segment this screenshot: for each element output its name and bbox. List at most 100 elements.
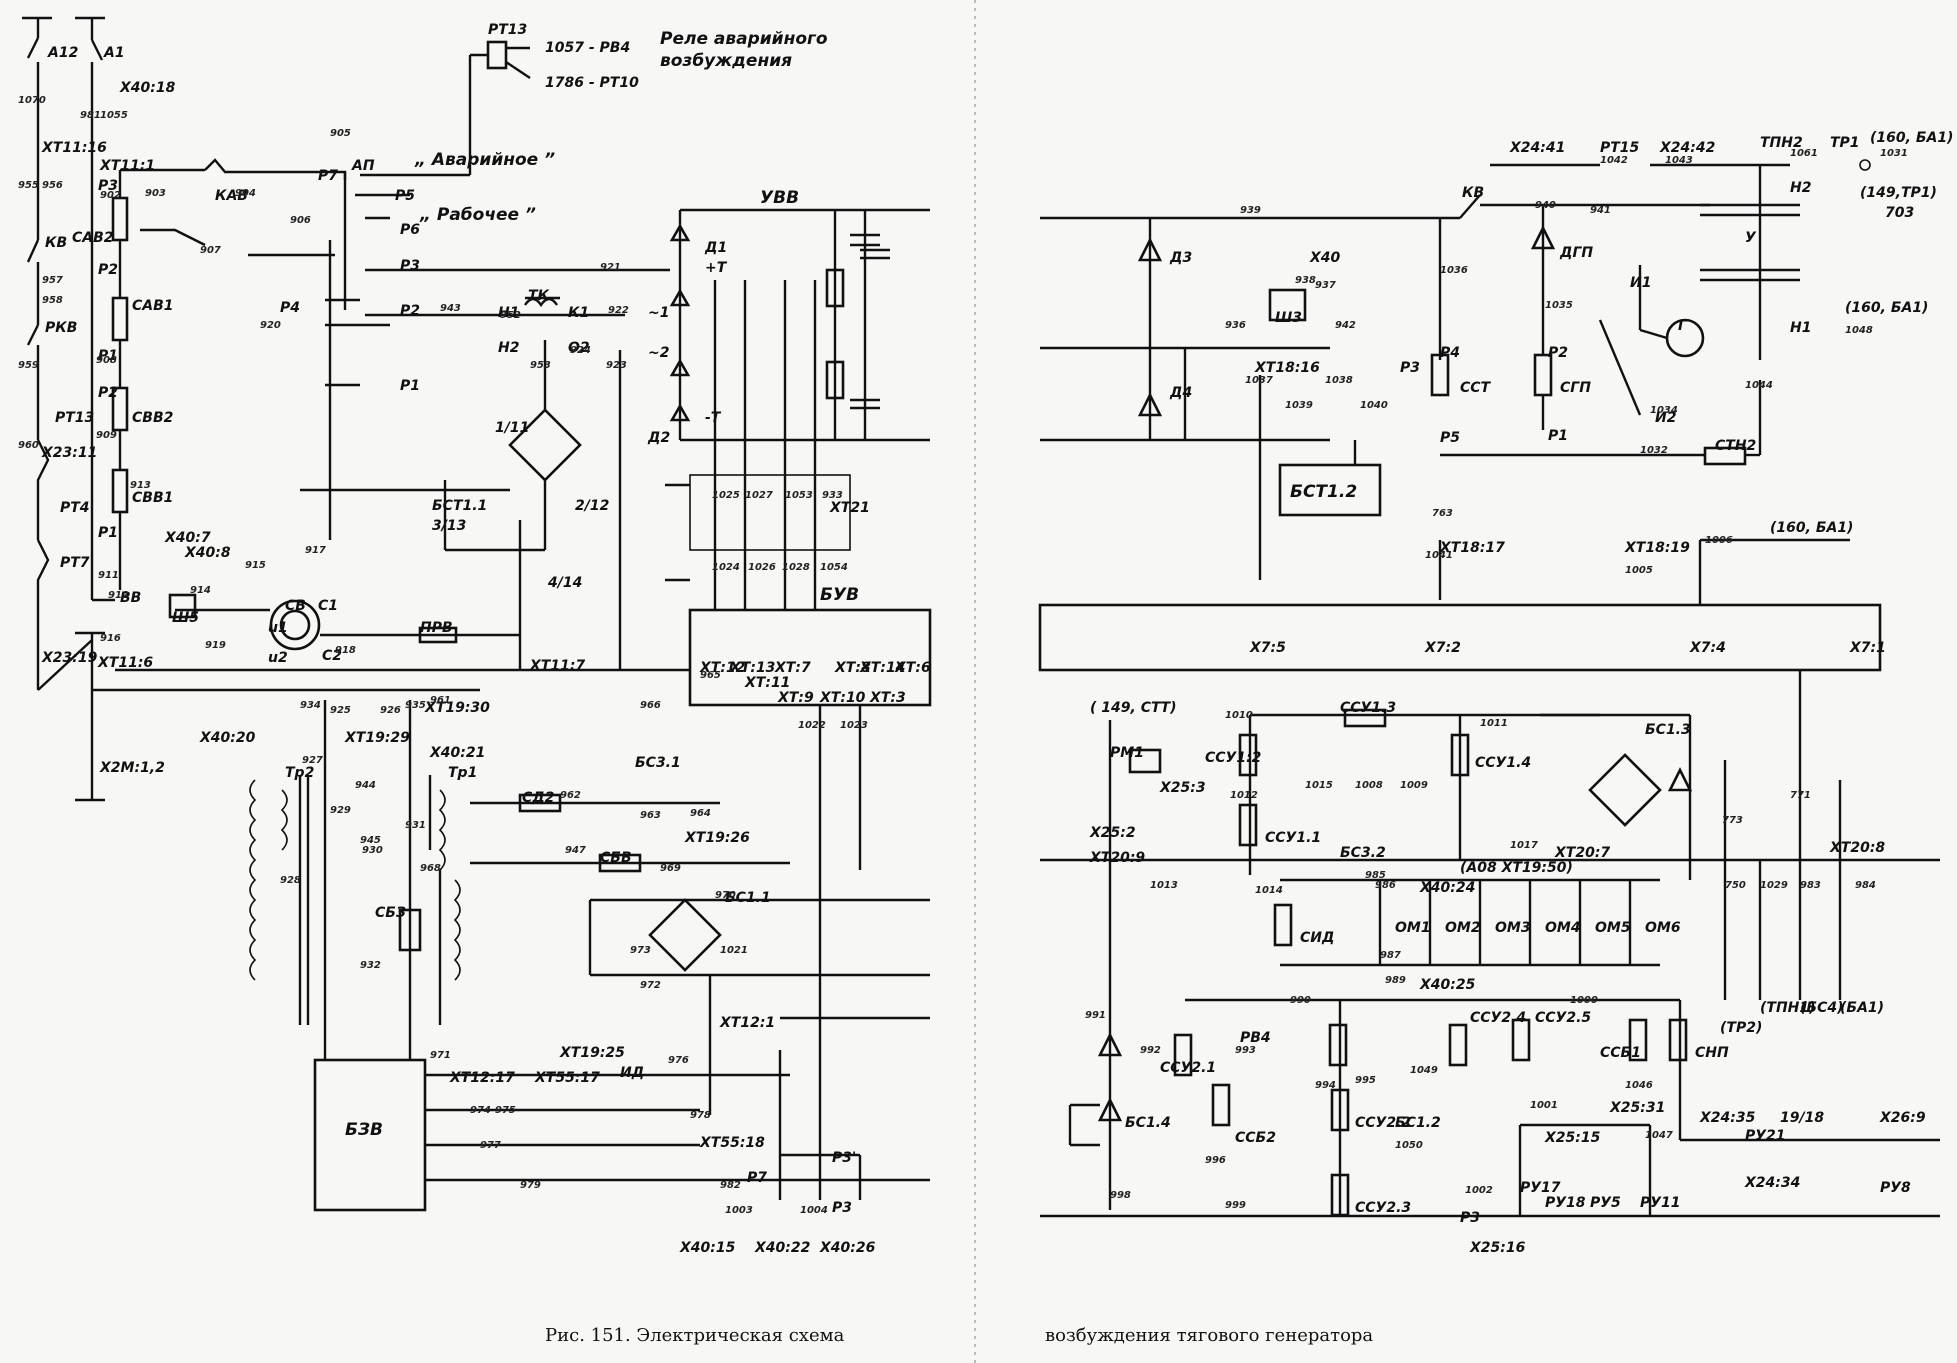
ssb2-resistor [1211,1083,1231,1127]
label-r703: 703 [1885,205,1915,221]
label-xt19-30: ХТ19:30 [425,700,490,716]
wire-number: 1022 [798,720,826,731]
wire-number: 933 [822,490,843,501]
wire-number: 1034 [1650,405,1678,416]
wire-number: 915 [245,560,266,571]
wire-number: 953 [530,360,551,371]
wire-number: 1043 [1665,155,1693,166]
label-xt7-6: ХТ:6 [895,660,931,676]
label-rt13: РТ13 [55,410,95,426]
bs13-diode [1667,767,1693,792]
ssu21-resistor [1173,1033,1193,1077]
buv-block-continued [1038,603,1882,672]
sav2-resistor [111,196,129,242]
label-p7b: Р7 [747,1170,768,1186]
relay-emergency-note: Реле аварийного возбуждения [660,29,828,71]
wire-number: 904 [235,188,256,199]
wire-number: 1009 [1400,780,1428,791]
wire-number: 1036 [1440,265,1468,276]
wire-number: 1003 [725,1205,753,1216]
label-c2: С2 [322,648,343,664]
label-ssu14: ССУ1.4 [1475,755,1532,771]
wire-number: 1048 [1845,325,1873,336]
wire-number: 964 [690,808,711,819]
label-h1r: Н1 [1790,320,1812,336]
wire-number: 921 [600,262,621,273]
uvv-resistor-1 [825,268,845,308]
label-om3: ОМ3 [1495,920,1531,936]
wire-number: 952 [500,310,521,321]
label-bs13: БС1.3 [1645,722,1691,738]
label-yu: У [1745,230,1756,246]
label-t212: 2/12 [575,498,610,514]
ssb1-resistor [1628,1018,1648,1062]
wire-number: 938 [1295,275,1316,286]
wire-number: 1035 [1545,300,1573,311]
label-xt7-14: ХТ:14 [860,660,906,676]
wire-number: 1025 [712,490,740,501]
wire-number: 987 [1380,950,1401,961]
label-sav1: САВ1 [132,298,174,314]
wire-number: 920 [260,320,281,331]
label-p3rb: Р3 [1460,1210,1481,1226]
label-p7: Р7 [318,168,339,184]
wire-number: 1038 [1325,375,1353,386]
label-xt7-11: ХТ:11 [745,675,791,691]
label-bs11: БС1.1 [725,890,771,906]
label-sbz: СБЗ [375,905,406,921]
label-xt7-7: ХТ:7 [775,660,811,676]
wire-number: 1029 [1760,880,1788,891]
label-bs4: (БС4) [1800,1000,1844,1016]
wire-number: 931 [405,820,426,831]
label-om5: ОМ5 [1595,920,1631,936]
wire-number: 937 [1315,280,1336,291]
wire-number: 927 [302,755,323,766]
sid-resistor [1273,903,1293,947]
label-ru8: РУ8 [1880,1180,1911,1196]
wire-number: 1041 [1425,550,1453,561]
label-x25-31: Х25:31 [1610,1100,1666,1116]
bst12-block-label: БСТ1.2 [1290,482,1358,502]
sst-resistor [1430,353,1450,397]
wire-number: 1021 [720,945,748,956]
wire-number: 914 [190,585,211,596]
label-x7-5: Х7:5 [1250,640,1286,656]
wire-number: 947 [565,845,586,856]
wire-number: 773 [1722,815,1743,826]
wire-number: 943 [440,303,461,314]
label-snp: СНП [1695,1045,1729,1061]
wire-number: 1037 [1245,375,1273,386]
label-x40-25: Х40:25 [1420,977,1476,993]
wire-number: 941 [1590,205,1611,216]
wire-number: 981 [80,110,101,121]
label-ap: АП [352,158,375,174]
label-ssb2: ССБ2 [1235,1130,1276,1146]
label-x25-15: Х25:15 [1545,1130,1601,1146]
wire-number: 911 [98,570,119,581]
label-rv4-1057: 1057 - РВ4 [545,40,631,56]
label-p5r: Р5 [1440,430,1461,446]
label-om1: ОМ1 [1395,920,1431,936]
label-p4r: Р4 [1440,345,1461,361]
sav1-resistor [111,296,129,342]
bzv-block-label: БЗВ [345,1120,383,1140]
figure-caption-right: возбуждения тягового генератора [1045,1325,1374,1346]
label-x40-22: Х40:22 [755,1240,811,1256]
label-i2: u2 [268,650,288,666]
wire-number: 1000 [1570,995,1598,1006]
bs14-diode-b [1097,1097,1123,1122]
wire-number: 944 [355,780,376,791]
diode-d2b [669,358,691,377]
label-i1: И1 [1630,275,1652,291]
wire-number: 923 [606,360,627,371]
label-ssu11: ССУ1.1 [1265,830,1322,846]
label-tilde1: ~1 [648,305,670,321]
label-xt11-7: ХТ11:7 [530,658,586,674]
label-d4: Д4 [1170,385,1193,401]
label-x40-21: Х40:21 [430,745,486,761]
wire-number: 1031 [1880,148,1908,159]
label-kav: КАВ [215,188,248,204]
label-x2m-12: Х2М:1,2 [100,760,165,776]
label-xt7-9: ХТ:9 [778,690,814,706]
